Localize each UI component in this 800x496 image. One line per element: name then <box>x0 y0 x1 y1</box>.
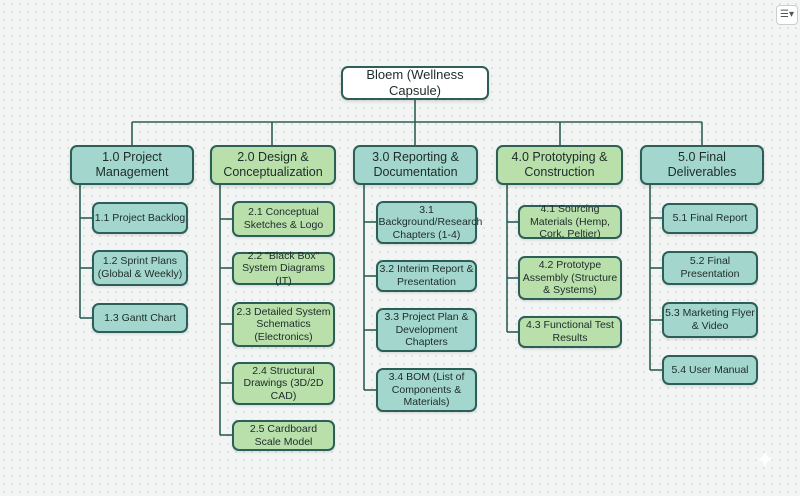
item-label: 5.2 Final Presentation <box>680 255 740 280</box>
item-project-plan: 3.3 Project Plan & Development Chapters <box>376 308 477 352</box>
category-final-deliverables: 5.0 Final Deliverables <box>640 145 764 185</box>
item-marketing-flyer: 5.3 Marketing Flyer & Video <box>662 302 758 338</box>
item-label: 2.3 Detailed System Schematics (Electron… <box>236 305 331 343</box>
item-label: 3.1 Background/Research Chapters (1-4) <box>378 203 483 241</box>
item-bom: 3.4 BOM (List of Components & Materials) <box>376 368 477 412</box>
category-design-conceptualization: 2.0 Design & Conceptualization <box>210 145 336 185</box>
item-structural-drawings: 2.4 Structural Drawings (3D/2D CAD) <box>232 362 335 405</box>
item-label: 1.1 Project Backlog <box>94 211 186 224</box>
item-cardboard-model: 2.5 Cardboard Scale Model <box>232 420 335 451</box>
item-label: 4.3 Functional Test Results <box>526 319 614 344</box>
item-detailed-schematics: 2.3 Detailed System Schematics (Electron… <box>232 302 335 347</box>
category-prototyping-construction: 4.0 Prototyping & Construction <box>496 145 623 185</box>
item-project-backlog: 1.1 Project Backlog <box>92 202 188 234</box>
item-label: 5.4 User Manual <box>671 363 749 376</box>
item-final-presentation: 5.2 Final Presentation <box>662 251 758 285</box>
item-background-research: 3.1 Background/Research Chapters (1-4) <box>376 201 483 244</box>
category-label: 3.0 Reporting & Documentation <box>372 150 459 179</box>
category-label: 5.0 Final Deliverables <box>667 150 737 179</box>
item-label: 5.3 Marketing Flyer & Video <box>665 307 755 332</box>
item-conceptual-sketches: 2.1 Conceptual Sketches & Logo <box>232 201 335 237</box>
item-user-manual: 5.4 User Manual <box>662 355 758 385</box>
item-prototype-assembly: 4.2 Prototype Assembly (Structure & Syst… <box>518 256 622 300</box>
item-label: 1.3 Gantt Chart <box>104 311 176 324</box>
item-gantt-chart: 1.3 Gantt Chart <box>92 303 188 333</box>
item-final-report: 5.1 Final Report <box>662 203 758 234</box>
category-label: 1.0 Project Management <box>95 150 169 179</box>
item-label: 2.5 Cardboard Scale Model <box>249 422 318 448</box>
category-label: 2.0 Design & Conceptualization <box>223 150 323 179</box>
item-interim-report: 3.2 Interim Report & Presentation <box>376 260 477 292</box>
item-label: 3.4 BOM (List of Components & Materials) <box>388 371 465 409</box>
item-label: 4.2 Prototype Assembly (Structure & Syst… <box>522 259 618 297</box>
item-functional-tests: 4.3 Functional Test Results <box>518 316 622 348</box>
item-label: 2.4 Structural Drawings (3D/2D CAD) <box>243 364 324 402</box>
item-label: 4.1 Sourcing Materials (Hemp, Cork, Pelt… <box>530 203 610 241</box>
list-icon[interactable]: ☰▾ <box>776 5 798 25</box>
item-label: 2.2 "Black Box" System Diagrams (IT) <box>242 249 325 287</box>
item-sourcing-materials: 4.1 Sourcing Materials (Hemp, Cork, Pelt… <box>518 203 622 241</box>
sparkle-icon: ✦ <box>754 447 776 474</box>
item-label: 5.1 Final Report <box>672 212 748 225</box>
item-label: 3.2 Interim Report & Presentation <box>379 263 474 288</box>
item-label: 3.3 Project Plan & Development Chapters <box>384 311 469 349</box>
root-node: Bloem (Wellness Capsule) <box>341 66 489 100</box>
item-label: 2.1 Conceptual Sketches & Logo <box>243 206 324 231</box>
item-label: 1.2 Sprint Plans (Global & Weekly) <box>97 255 183 280</box>
item-sprint-plans: 1.2 Sprint Plans (Global & Weekly) <box>92 250 188 286</box>
root-label: Bloem (Wellness Capsule) <box>366 67 464 98</box>
category-reporting-documentation: 3.0 Reporting & Documentation <box>353 145 478 185</box>
category-label: 4.0 Prototyping & Construction <box>511 150 608 179</box>
item-black-box-diagrams: 2.2 "Black Box" System Diagrams (IT) <box>232 249 335 287</box>
category-project-management: 1.0 Project Management <box>70 145 194 185</box>
